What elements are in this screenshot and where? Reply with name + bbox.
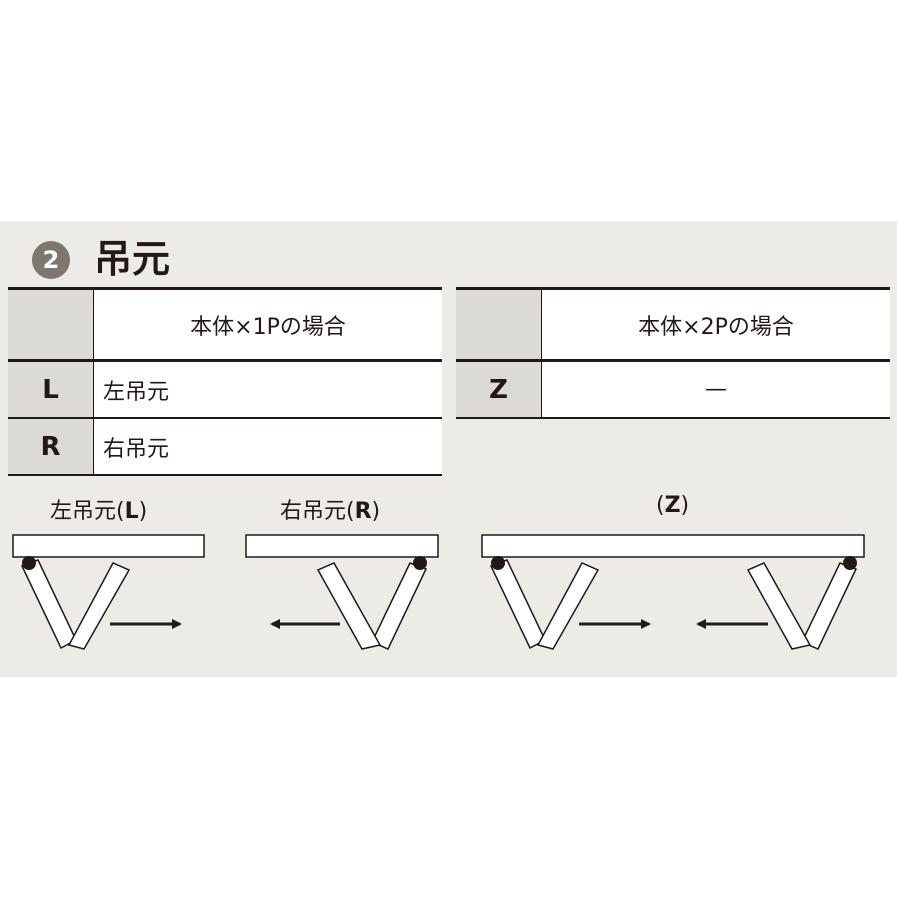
frame-rail: [481, 534, 865, 558]
description-cell: 左吊元: [94, 362, 442, 417]
diagram-label-prefix: 右吊元(: [280, 499, 355, 524]
diagram-label-code: R: [354, 499, 372, 524]
diagram-label-prefix: 左吊元(: [50, 499, 125, 524]
description-cell: —: [542, 362, 890, 417]
door-panel: [536, 562, 600, 650]
table-row: L 左吊元: [8, 362, 442, 419]
door-panel: [800, 562, 858, 650]
pivot-marker: [491, 556, 505, 570]
door-panel: [20, 559, 77, 650]
table-header-row: 本体×2Pの場合: [456, 287, 890, 362]
table-double-panel: 本体×2Pの場合 Z —: [456, 287, 890, 419]
frame-rail: [245, 534, 439, 558]
table-header-label: 本体×2Pの場合: [542, 290, 890, 359]
folding-door-diagrams: [12, 534, 865, 650]
pivot-marker: [22, 556, 36, 570]
diagram-label-code: L: [124, 499, 139, 524]
pivot-marker: [843, 556, 857, 570]
pivot-marker: [413, 556, 427, 570]
diagram-label-code: Z: [664, 493, 681, 518]
diagram-left-hinge: [12, 534, 205, 650]
door-panel: [316, 562, 382, 650]
table-header-label: 本体×1Pの場合: [94, 290, 442, 359]
code-cell: Z: [456, 362, 542, 417]
table-row: Z —: [456, 362, 890, 419]
description-cell: 右吊元: [94, 419, 442, 474]
hinge-side-panel: 2 吊元 本体×1Pの場合 L 左吊元 R 右吊元 本体×2Pの場合 Z — 左…: [0, 221, 897, 677]
diagram-double-hinge: [481, 534, 865, 650]
code-cell: R: [8, 419, 94, 474]
diagram-label-suffix: ): [371, 499, 381, 524]
table-single-panel: 本体×1Pの場合 L 左吊元 R 右吊元: [8, 287, 442, 476]
table-header-row: 本体×1Pの場合: [8, 287, 442, 362]
diagram-label-prefix: (: [656, 493, 665, 518]
header-empty-cell: [456, 290, 542, 359]
diagram-label-suffix: ): [138, 499, 148, 524]
code-cell: L: [8, 362, 94, 417]
diagram-label-right: 右吊元(R): [280, 493, 380, 525]
section-number-badge: 2: [32, 241, 70, 279]
diagram-label-suffix: ): [680, 493, 690, 518]
frame-rail: [12, 534, 205, 558]
section-title: 吊元: [94, 237, 171, 281]
header-empty-cell: [8, 290, 94, 359]
diagram-label-left: 左吊元(L): [50, 493, 147, 525]
table-row: R 右吊元: [8, 419, 442, 476]
door-panel: [746, 562, 812, 650]
diagram-label-z: (Z): [656, 493, 689, 518]
door-panel: [67, 562, 131, 650]
door-panel: [370, 562, 428, 650]
diagram-right-hinge: [245, 534, 439, 650]
door-panel: [489, 559, 546, 650]
